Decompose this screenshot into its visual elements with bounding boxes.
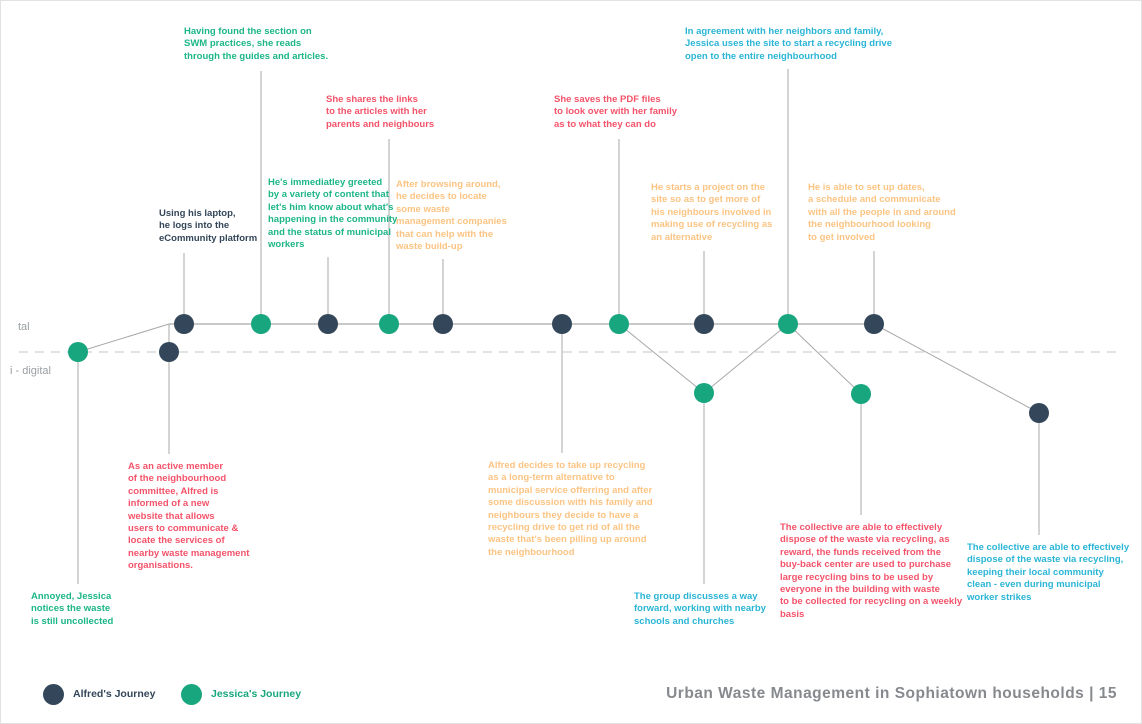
legend-item-jessica: Jessica's Journey — [181, 683, 301, 705]
axis-label-digital: tal — [18, 321, 30, 333]
journey-note-she-saves: She saves the PDF files to look over wit… — [554, 94, 677, 130]
connector-line — [703, 323, 789, 394]
journey-note-he-sets-up-dates: He is able to set up dates, a schedule a… — [808, 182, 956, 243]
journey-note-in-agreement: In agreement with her neighbors and fami… — [685, 26, 892, 62]
axis-label-non-digital: i - digital — [10, 365, 51, 377]
journey-note-alfred-decides: Alfred decides to take up recycling as a… — [488, 460, 653, 558]
connector-line — [873, 323, 1040, 414]
connector-line — [77, 323, 170, 353]
journey-dot-alfred — [318, 314, 338, 334]
page-title: Urban Waste Management in Sophiatown hou… — [666, 685, 1117, 702]
legend-item-alfred: Alfred's Journey — [43, 683, 155, 705]
journey-note-he-starts-project: He starts a project on the site so as to… — [651, 182, 773, 243]
journey-dot-alfred — [159, 342, 179, 362]
journey-dot-jessica — [251, 314, 271, 334]
connector-line — [618, 323, 705, 394]
journey-dot-jessica — [851, 384, 871, 404]
journey-note-she-shares: She shares the links to the articles wit… — [326, 94, 435, 130]
journey-dot-jessica — [379, 314, 399, 334]
alfred-journey-dot-icon — [43, 683, 64, 705]
journey-note-using-laptop: Using his laptop, he logs into the eComm… — [159, 208, 258, 244]
journey-note-collective-clean: The collective are able to effectively d… — [967, 542, 1130, 603]
journey-note-after-browsing: After browsing around, he decides to loc… — [396, 179, 507, 253]
journey-dot-alfred — [174, 314, 194, 334]
journey-dot-alfred — [1029, 403, 1049, 423]
journey-note-annoyed-jessica: Annoyed, Jessica notices the waste is st… — [31, 591, 114, 627]
journey-note-active-member: As an active member of the neighbourhood… — [128, 461, 250, 572]
jessica-journey-dot-icon — [181, 683, 202, 705]
journey-note-having-found: Having found the section on SWM practice… — [184, 26, 329, 62]
journey-note-group-discusses: The group discusses a way forward, worki… — [634, 591, 766, 627]
connector-line — [787, 323, 862, 395]
journey-dot-alfred — [552, 314, 572, 334]
legend-label-jessica: Jessica's Journey — [211, 688, 302, 700]
journey-note-hes-greeted: He's immediatley greeted by a variety of… — [268, 177, 398, 251]
journey-dot-jessica — [778, 314, 798, 334]
journey-dot-jessica — [68, 342, 88, 362]
journey-note-collective-reward: The collective are able to effectively d… — [780, 522, 963, 620]
journey-dot-jessica — [694, 383, 714, 403]
journey-dot-alfred — [864, 314, 884, 334]
journey-dot-jessica — [609, 314, 629, 334]
journey-dot-alfred — [694, 314, 714, 334]
journey-dot-alfred — [433, 314, 453, 334]
legend-label-alfred: Alfred's Journey — [73, 688, 156, 700]
